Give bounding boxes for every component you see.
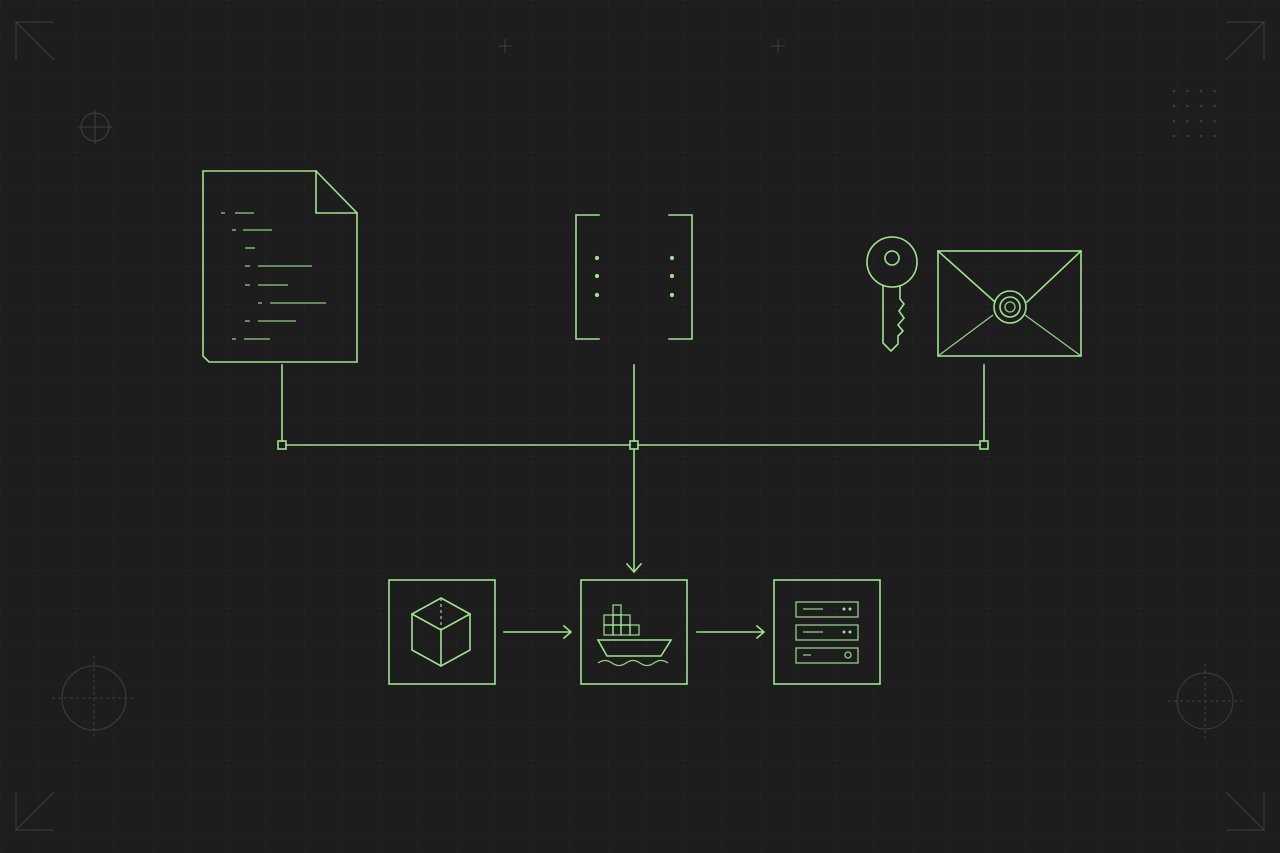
decoration-dot [1172,104,1176,108]
arrow-ship-to-server [696,624,766,640]
decoration-dot [1172,89,1176,93]
decoration-dot [1186,134,1189,138]
decoration-dot [1186,89,1189,93]
container-ship-icon [580,579,688,685]
dot-matrix-decoration [1172,89,1216,138]
decoration-dot [1199,89,1203,93]
decoration-dot [1199,119,1203,123]
decoration-dot [1186,104,1189,108]
decoration-dot [1213,119,1216,123]
decoration-dot [1213,104,1216,108]
code-file-icon [202,170,358,363]
package-cube-icon [388,579,496,685]
key-icon [866,236,918,353]
decoration-dot [1199,134,1203,138]
decoration-dot [1199,104,1203,108]
server-rack-icon [773,579,881,685]
arrow-package-to-ship [503,624,573,640]
sealed-envelope-icon [936,249,1083,357]
corner-decorations [15,21,1265,831]
decoration-dot [1213,89,1216,93]
decoration-dot [1213,134,1216,138]
decoration-dot [1186,119,1189,123]
merge-connector [277,364,989,574]
decoration-dot [1172,119,1176,123]
brackets-config-icon [575,214,693,340]
decoration-dot [1172,134,1176,138]
